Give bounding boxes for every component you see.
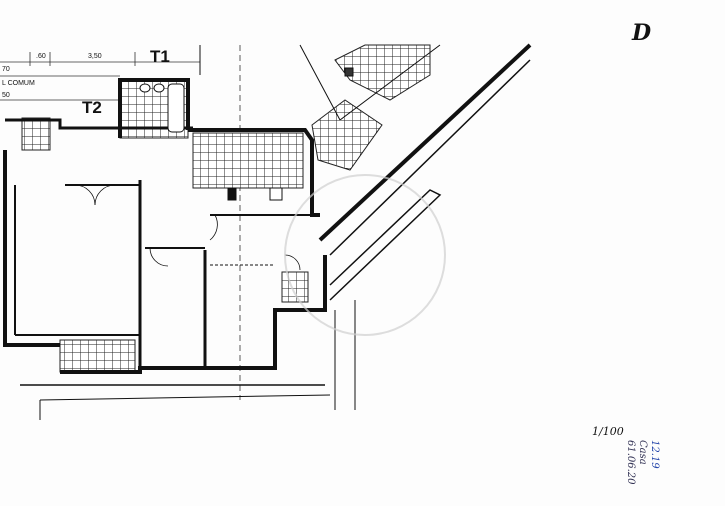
dimension-lines <box>0 45 241 400</box>
fixtures <box>139 67 354 201</box>
scale-label: 1/100 <box>592 425 624 438</box>
unit-label-t1: T1 <box>150 47 170 66</box>
dimension-label: 50 <box>2 92 10 99</box>
walls <box>3 43 532 420</box>
note-line: 61.06.20 <box>625 440 636 485</box>
dimension-label: .60 <box>36 53 46 60</box>
watermark-logo <box>284 174 446 336</box>
sheet-letter: D <box>632 20 652 46</box>
tiled-areas <box>21 44 431 373</box>
dimension-label: 70 <box>2 66 10 73</box>
handwritten-note: 12.19 Casa 61.06.20 <box>624 440 660 485</box>
common-area-label: L COMUM <box>2 80 35 87</box>
unit-label-t2: T2 <box>82 98 102 117</box>
note-line: Casa <box>637 440 648 465</box>
doors <box>74 184 301 271</box>
dimension-label: 3,50 <box>88 53 102 60</box>
note-line: 12.19 <box>649 440 660 469</box>
